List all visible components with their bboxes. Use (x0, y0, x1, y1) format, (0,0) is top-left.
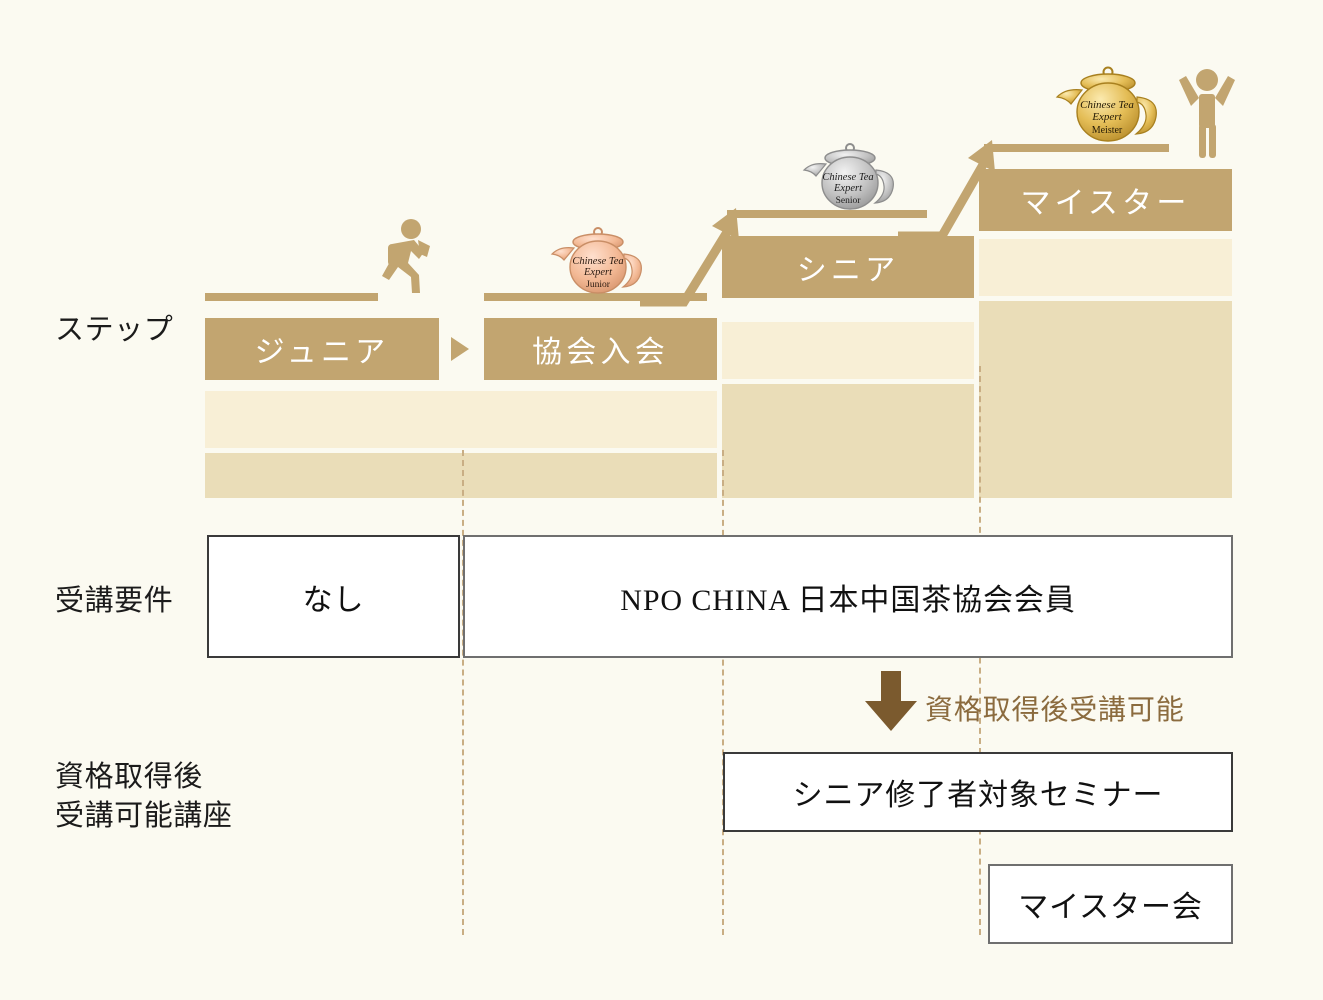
senior-teapot-badge: Chinese Tea Expert Senior (790, 138, 908, 216)
annotation-text: 資格取得後受講可能 (925, 695, 1185, 726)
course-label-meister-kai: マイスター会 (1018, 891, 1203, 924)
triangle-right-icon (451, 337, 471, 361)
row-label-step: ステップ (55, 314, 174, 346)
step-label-senior: シニア (796, 254, 900, 287)
junior-teapot-badge: Chinese Tea Expert Junior (538, 222, 656, 300)
column-guide-2 (722, 450, 724, 935)
badge-line3: Junior (586, 280, 611, 290)
course-box-senior-seminar[interactable]: シニア修了者対象セミナー (723, 752, 1233, 832)
rise-arrow-junior-to-senior-icon (640, 200, 750, 310)
row-label-after: 資格取得後 受講可能講座 (55, 761, 233, 833)
row-label-requirement: 受講要件 (55, 585, 174, 617)
band-light-col12 (205, 391, 717, 448)
badge-line2: Expert (833, 183, 863, 194)
band-dark-col12 (205, 453, 717, 498)
step-label-meister: マイスター (1020, 187, 1191, 220)
band-dark-col3 (722, 384, 974, 498)
requirement-box-member[interactable]: NPO CHINA 日本中国茶協会会員 (463, 535, 1233, 658)
down-arrow-icon (859, 671, 923, 733)
badge-line2: Expert (1091, 111, 1122, 123)
running-person-icon (378, 218, 446, 298)
course-box-meister-kai[interactable]: マイスター会 (988, 864, 1233, 944)
requirement-box-none[interactable]: なし (207, 535, 460, 658)
badge-line1: Chinese Tea (822, 172, 873, 183)
step-label-join: 協会入会 (532, 336, 669, 369)
step-box-junior[interactable]: ジュニア (205, 318, 439, 380)
step-label-junior: ジュニア (254, 336, 390, 369)
step-box-senior[interactable]: シニア (722, 236, 974, 298)
badge-line3: Senior (836, 196, 862, 206)
step-rule-join (484, 293, 707, 301)
step-rule-meister (984, 144, 1169, 152)
band-light-col4 (979, 239, 1232, 296)
badge-line3: Meister (1092, 125, 1123, 136)
step-box-join[interactable]: 協会入会 (484, 318, 717, 380)
band-dark-col4 (979, 301, 1232, 498)
badge-line1: Chinese Tea (572, 256, 623, 267)
band-light-col3 (722, 322, 974, 379)
column-guide-1 (462, 450, 464, 935)
badge-line2: Expert (583, 267, 613, 278)
badge-line1: Chinese Tea (1080, 99, 1134, 111)
meister-teapot-badge: Chinese Tea Expert Meister (1042, 62, 1172, 148)
step-rule-junior (205, 293, 378, 301)
step-box-meister[interactable]: マイスター (979, 169, 1232, 231)
step-rule-senior (727, 210, 927, 218)
requirement-label-member: NPO CHINA 日本中国茶協会会員 (620, 583, 1076, 617)
celebrating-person-icon (1176, 62, 1238, 160)
course-label-senior-seminar: シニア修了者対象セミナー (792, 779, 1164, 812)
requirement-label-none: なし (302, 583, 365, 617)
rise-arrow-senior-to-meister-icon (898, 132, 1008, 244)
